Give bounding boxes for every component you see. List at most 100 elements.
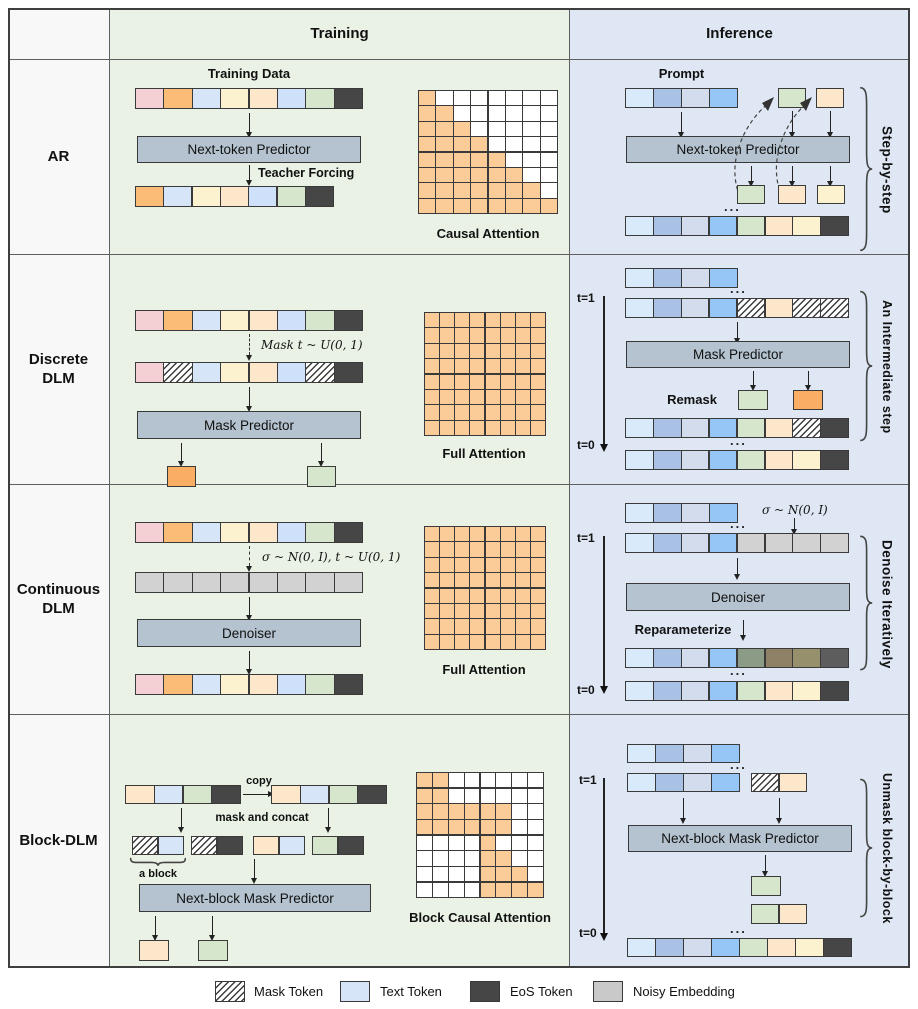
- ci-final-strip: [625, 681, 849, 701]
- attended-cell: [471, 183, 488, 198]
- token-b2: [656, 745, 683, 762]
- attended-cell: [440, 389, 455, 405]
- attended-cell: [470, 588, 485, 603]
- row-label-discrete: Discrete DLM: [8, 255, 110, 485]
- bi-predicted-token-green: [751, 876, 781, 896]
- token-yellow: [796, 939, 823, 956]
- token-dark: [217, 837, 243, 854]
- unattended-cell: [523, 106, 540, 121]
- down-arrow-icon: [317, 443, 324, 467]
- token-b1: [626, 299, 653, 317]
- remask-token-green: [738, 390, 768, 410]
- unattended-cell: [512, 773, 528, 788]
- attended-cell: [440, 527, 455, 542]
- attended-cell: [485, 405, 500, 420]
- ellipsis: ...: [730, 663, 747, 678]
- token-dark: [821, 682, 848, 700]
- block-causal-attention-grid: [416, 772, 544, 898]
- di-masked-strip: [625, 298, 849, 318]
- token-dark: [212, 786, 241, 803]
- discrete-input-strip: [135, 310, 363, 331]
- continuous-dlm-label: Continuous DLM: [16, 580, 101, 617]
- down-arrow-icon: [245, 165, 252, 186]
- row-label-continuous: Continuous DLM: [8, 485, 110, 715]
- mask-token: [793, 419, 821, 437]
- masked-block-1: [132, 836, 184, 855]
- unattended-cell: [432, 882, 448, 897]
- down-arrow-icon: [679, 798, 686, 824]
- token-green: [737, 217, 765, 235]
- noise-sampling-label: σ ~ N(0, I), t ~ U(0, 1): [262, 550, 401, 564]
- attended-cell: [425, 527, 439, 542]
- next-block-mask-predictor-box-inference: Next-block Mask Predictor: [628, 825, 852, 852]
- token-blue: [278, 311, 306, 330]
- ellipsis: ...: [730, 516, 747, 531]
- token-b1: [628, 939, 655, 956]
- token-orange: [164, 675, 192, 694]
- attended-cell: [455, 313, 470, 328]
- t0-label: t=0: [577, 683, 595, 697]
- token-pink: [136, 675, 164, 694]
- attended-cell: [440, 573, 455, 588]
- token-yellow: [818, 186, 844, 203]
- mask-predictor-box-inference: Mask Predictor: [626, 341, 850, 368]
- mask-token: [737, 299, 765, 317]
- unattended-cell: [471, 121, 488, 136]
- attended-cell: [500, 557, 515, 572]
- down-arrow-icon: [245, 651, 252, 675]
- attended-cell: [480, 851, 496, 866]
- unattended-cell: [505, 137, 523, 152]
- attended-cell: [485, 588, 500, 603]
- ci-half-noise-strip: [625, 533, 849, 553]
- token-b1: [626, 269, 653, 287]
- token-b2: [656, 774, 683, 791]
- token-orange: [164, 523, 192, 542]
- down-arrow-icon: [177, 808, 184, 833]
- attended-cell: [515, 603, 530, 619]
- unattended-cell: [488, 137, 505, 152]
- bi-context-strip: [627, 744, 740, 763]
- brace-icon: [857, 535, 873, 671]
- unattended-cell: [496, 788, 512, 804]
- token-dark: [334, 311, 362, 330]
- token-dark: [334, 675, 362, 694]
- attended-cell: [455, 343, 470, 358]
- token-b4: [709, 534, 737, 552]
- token-dark: [824, 939, 851, 956]
- denoiser-box: Denoiser: [137, 619, 361, 647]
- attended-cell: [531, 343, 545, 358]
- token-darkgray: [821, 649, 848, 667]
- inference-header: Inference: [706, 25, 773, 42]
- attended-cell: [515, 420, 530, 435]
- attended-cell: [470, 328, 485, 343]
- mask-sampling-label: Mask t ~ U(0, 1): [261, 338, 391, 352]
- token-orange: [164, 311, 192, 330]
- attended-cell: [419, 183, 436, 198]
- attended-cell: [531, 588, 545, 603]
- attended-cell: [500, 603, 515, 619]
- feedback-dashed-arrows-icon: [734, 97, 812, 204]
- unattended-cell: [528, 866, 543, 882]
- down-arrow-icon: [245, 387, 252, 412]
- unattended-cell: [512, 804, 528, 819]
- token-b2: [653, 451, 681, 469]
- di-context-strip: [625, 268, 738, 288]
- token-dark: [334, 363, 362, 382]
- token-yellow: [221, 89, 249, 108]
- causal-attention-grid: [418, 90, 558, 214]
- attended-cell: [440, 557, 455, 572]
- token-yellow: [221, 363, 249, 382]
- t1-label: t=1: [577, 291, 595, 305]
- dashed-down-arrow-icon: [245, 546, 252, 572]
- clean-block-1: [253, 836, 305, 855]
- down-arrow-icon: [677, 112, 684, 138]
- token-gray: [249, 573, 277, 592]
- mask-token: [306, 363, 334, 382]
- down-arrow-icon: [733, 558, 740, 580]
- unattended-cell: [448, 882, 464, 897]
- attended-cell: [425, 359, 439, 374]
- ci-context-strip: [625, 503, 738, 523]
- attended-cell: [419, 152, 436, 167]
- unattended-cell: [496, 773, 512, 788]
- attended-cell: [470, 557, 485, 572]
